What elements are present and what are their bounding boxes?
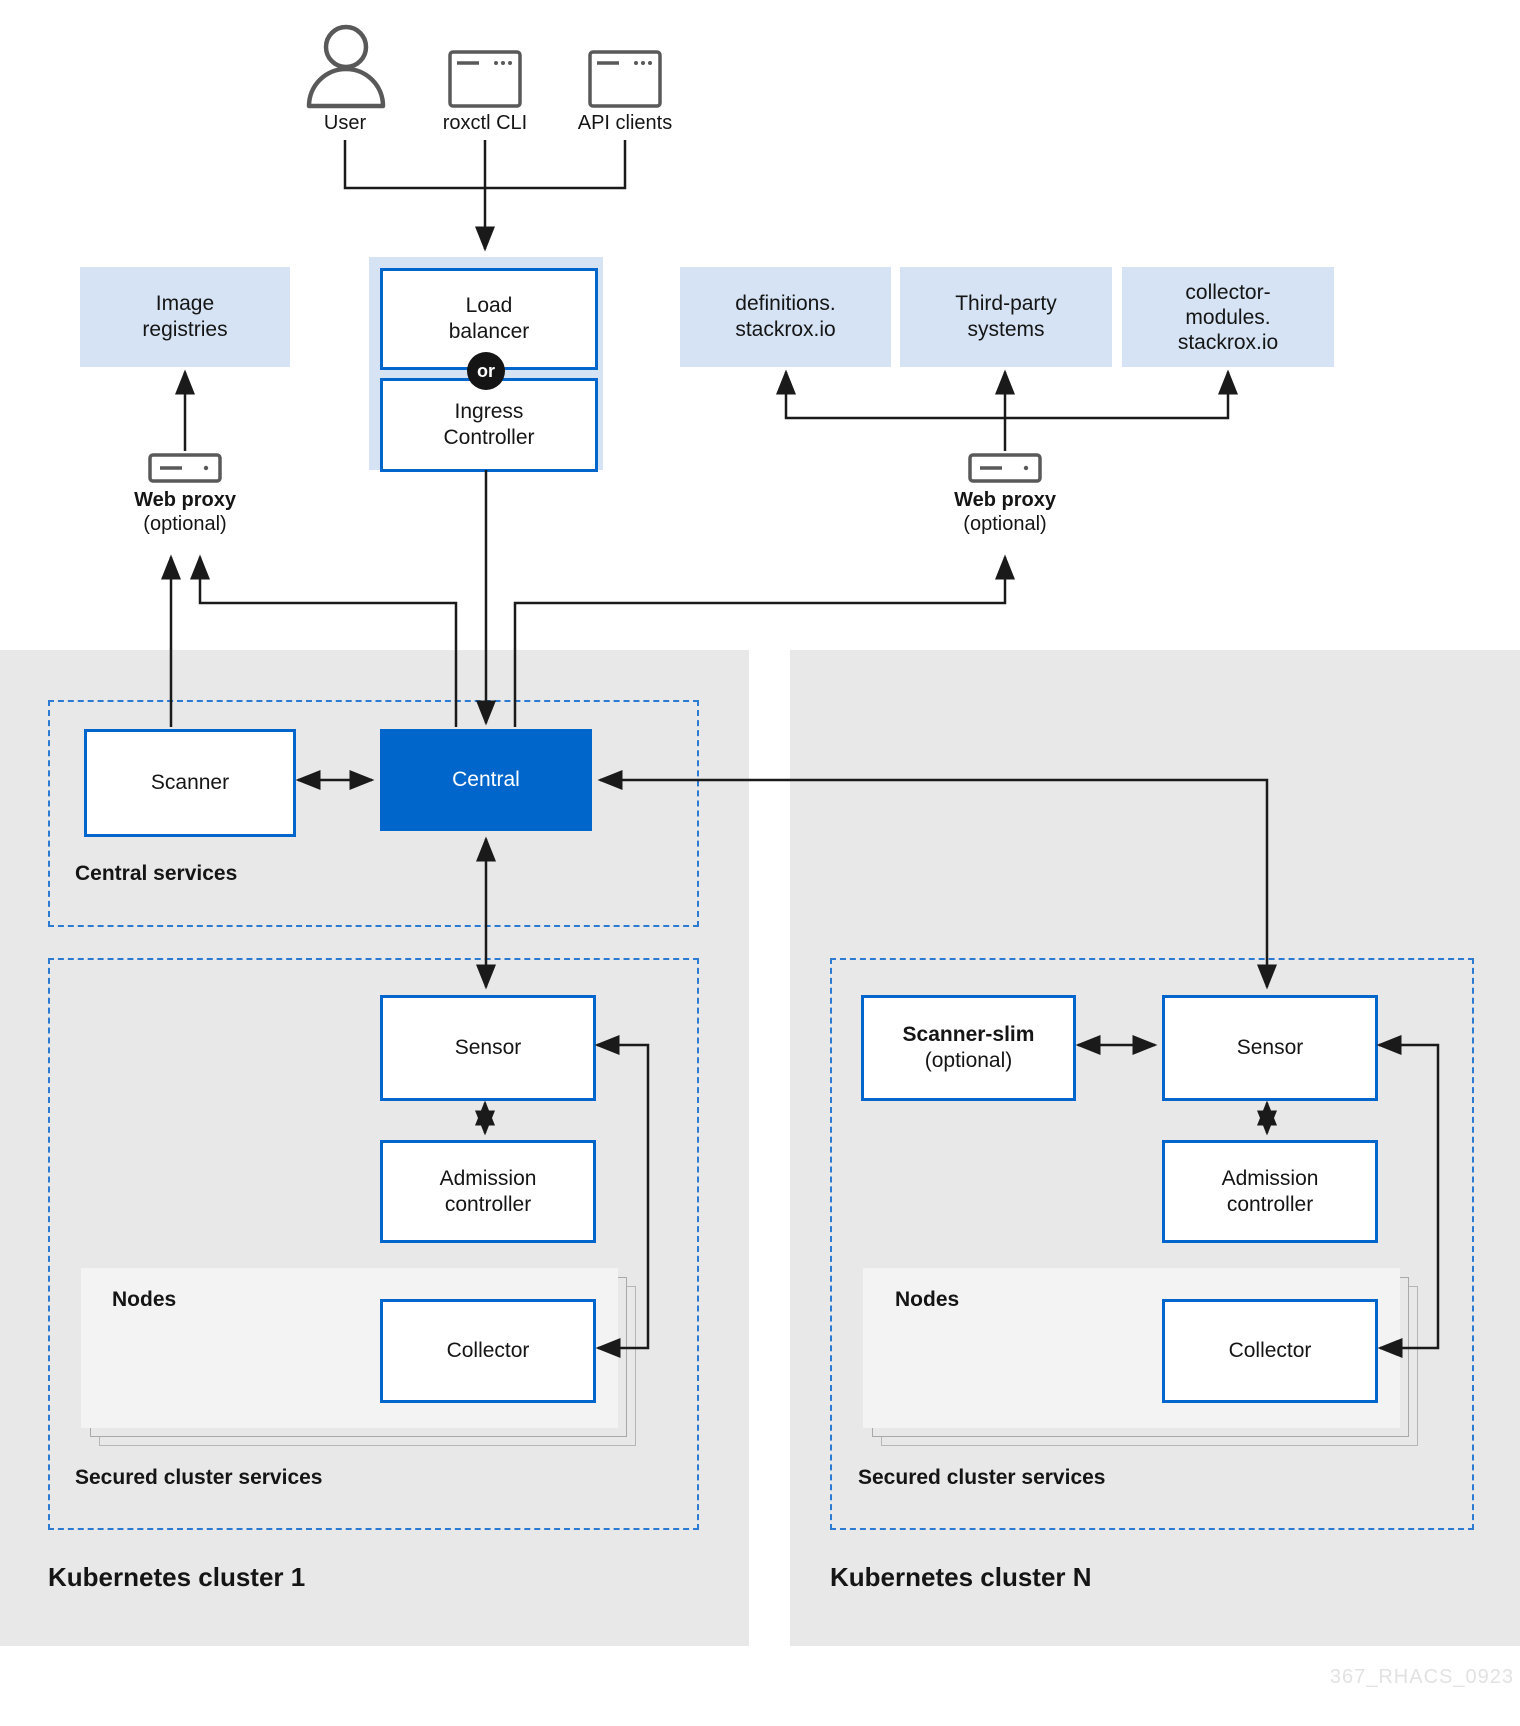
collector-box-1: Collector bbox=[380, 1299, 596, 1403]
admission-controller-box-1: Admission controller bbox=[380, 1140, 596, 1243]
roxctl-cli-label: roxctl CLI bbox=[442, 112, 528, 134]
api-clients-icon bbox=[588, 50, 662, 108]
roxctl-cli-icon bbox=[448, 50, 522, 108]
secured-services-label-1: Secured cluster services bbox=[75, 1466, 323, 1489]
scanner-slim-optional-label: (optional) bbox=[924, 1049, 1013, 1072]
admission-controller-box-n: Admission controller bbox=[1162, 1140, 1378, 1243]
connector-webproxy-branch-definitions-collectormodules bbox=[776, 369, 1238, 420]
web-proxy-label-left: Web proxy bbox=[134, 489, 236, 511]
web-proxy-icon-right bbox=[968, 453, 1042, 483]
definitions-stackrox-box: definitions. stackrox.io bbox=[680, 267, 891, 367]
clusterN-title: Kubernetes cluster N bbox=[830, 1562, 1092, 1592]
secured-services-label-n: Secured cluster services bbox=[858, 1466, 1106, 1489]
nodes-label-n: Nodes bbox=[895, 1288, 960, 1311]
connector-clients-bracket bbox=[343, 140, 627, 190]
scanner-slim-label: Scanner-slim bbox=[902, 1023, 1035, 1046]
web-proxy-optional-right: (optional) bbox=[963, 513, 1047, 535]
sensor-box-1: Sensor bbox=[380, 995, 596, 1101]
image-registries-box: Image registries bbox=[80, 267, 290, 367]
collector-modules-box: collector- modules. stackrox.io bbox=[1122, 267, 1334, 367]
or-badge: or bbox=[467, 352, 505, 390]
user-icon bbox=[306, 24, 386, 109]
collector-box-n: Collector bbox=[1162, 1299, 1378, 1403]
user-label: User bbox=[323, 112, 367, 134]
web-proxy-optional-left: (optional) bbox=[143, 513, 227, 535]
sensor-box-n: Sensor bbox=[1162, 995, 1378, 1101]
ingress-controller-box: Ingress Controller bbox=[380, 378, 598, 472]
secured-cluster-services-region-1 bbox=[48, 958, 699, 1530]
api-clients-label: API clients bbox=[577, 112, 673, 134]
web-proxy-icon-left bbox=[148, 453, 222, 483]
web-proxy-label-right: Web proxy bbox=[954, 489, 1056, 511]
central-box: Central bbox=[380, 729, 592, 831]
watermark: 367_RHACS_0923 bbox=[1329, 1666, 1514, 1688]
cluster1-title: Kubernetes cluster 1 bbox=[48, 1562, 306, 1592]
scanner-slim-box: Scanner-slim (optional) bbox=[861, 995, 1076, 1101]
third-party-systems-box: Third-party systems bbox=[900, 267, 1112, 367]
central-services-label: Central services bbox=[75, 862, 238, 885]
scanner-box: Scanner bbox=[84, 729, 296, 837]
nodes-label-1: Nodes bbox=[112, 1288, 177, 1311]
